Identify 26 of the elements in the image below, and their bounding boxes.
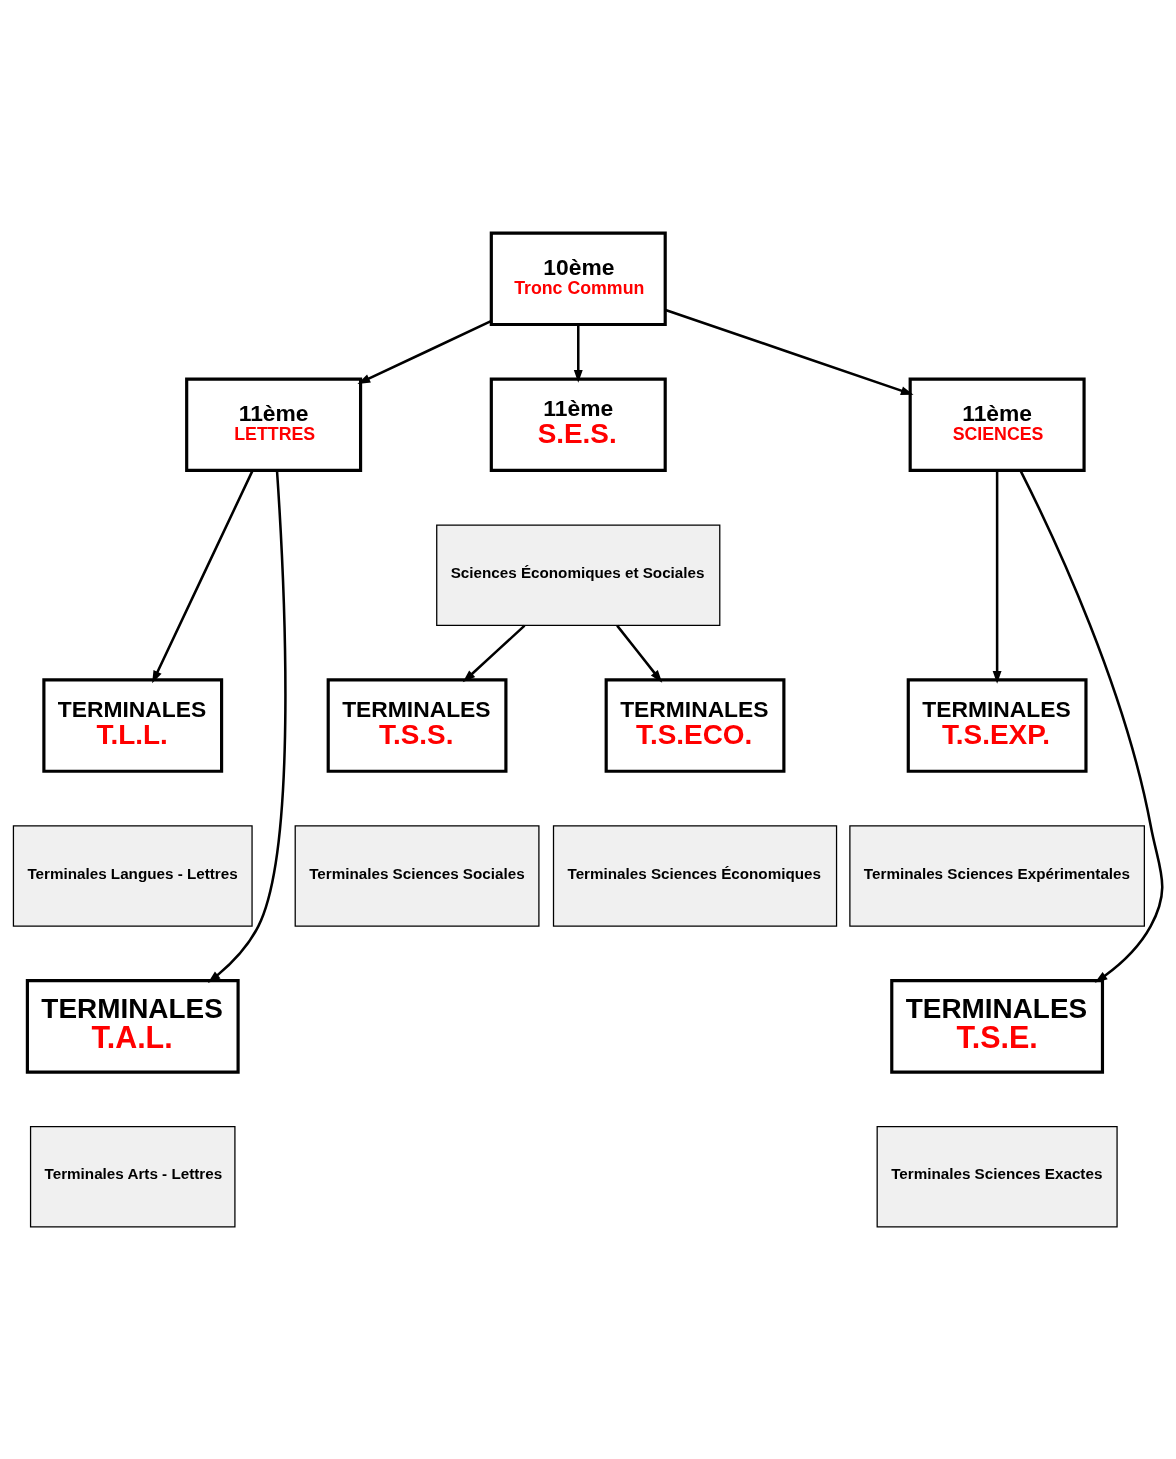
node-box: 11ème S.E.S.: [489, 376, 667, 472]
arrow: [1019, 469, 1164, 983]
node-box: 10ème Tronc Commun: [489, 231, 667, 326]
node-box: TERMINALES T.A.L.: [25, 978, 240, 1074]
node-box: Terminales Langues - Lettres: [12, 824, 253, 927]
node-box: TERMINALES T.S.E.: [890, 978, 1105, 1074]
node-box: Terminales Arts - Lettres: [29, 1125, 236, 1228]
node-box: Sciences Économiques et Sociales: [436, 523, 721, 626]
arrow: [992, 470, 1002, 684]
node-box: TERMINALES T.S.S.: [326, 677, 508, 773]
arrow: [462, 624, 526, 682]
node-box: TERMINALES T.S.ECO.: [604, 677, 786, 773]
node-box: 11ème SCIENCES: [908, 376, 1086, 472]
arrow: [573, 324, 583, 383]
arrow: [357, 319, 492, 384]
node-box: TERMINALES T.S.EXP.: [906, 677, 1088, 773]
arrow: [616, 624, 663, 683]
node-box: Terminales Sciences Expérimentales: [849, 824, 1145, 927]
arrow: [665, 308, 914, 395]
node-box: Terminales Sciences Exactes: [876, 1125, 1118, 1228]
node-box: Terminales Sciences Sociales: [294, 824, 540, 927]
arrow: [152, 469, 254, 683]
node-box: TERMINALES T.L.L.: [42, 677, 224, 773]
node-box: 11ème LETTRES: [185, 376, 363, 472]
node-box: Terminales Sciences Économiques: [552, 824, 838, 927]
arrow: [207, 469, 287, 983]
